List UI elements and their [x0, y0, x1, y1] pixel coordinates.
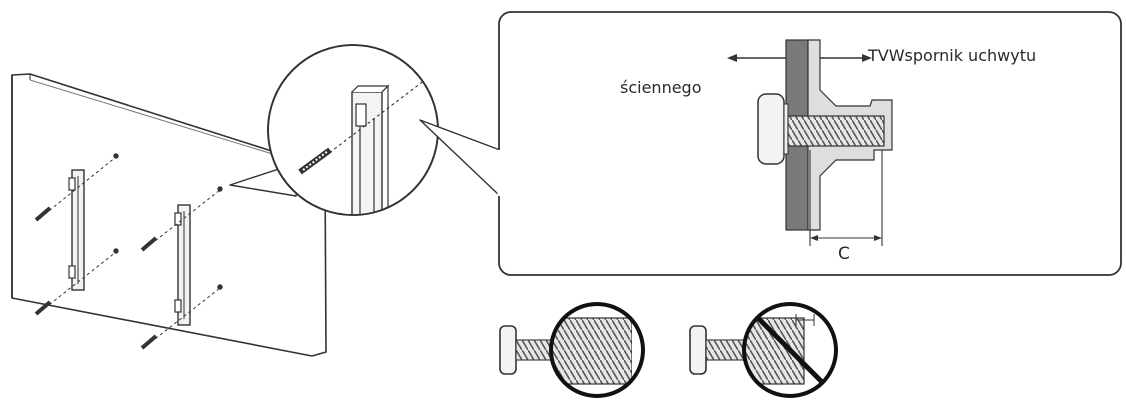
mounting-screws	[34, 153, 223, 350]
tv-direction-arrow	[820, 54, 872, 62]
dimension-c-marker	[809, 150, 883, 246]
prohibited-screw-icon	[689, 302, 838, 398]
zoom-detail-circle	[229, 44, 439, 216]
wall-label: ściennego	[620, 78, 702, 97]
screw-top-left	[34, 153, 119, 222]
dimension-c-label: C	[838, 244, 850, 264]
left-mount-bracket	[68, 169, 85, 291]
right-mount-bracket	[174, 204, 191, 326]
tv-bracket-label: TVWspornik uchwytu	[868, 46, 1037, 65]
correct-screw-icon	[499, 302, 645, 398]
screw-bottom-right	[140, 284, 223, 350]
cross-section-panel	[419, 11, 1122, 276]
wall-direction-arrow	[727, 54, 786, 62]
screw-bottom-left	[34, 248, 119, 316]
screw-top-right	[140, 186, 223, 252]
tv-back-panel	[11, 73, 327, 357]
